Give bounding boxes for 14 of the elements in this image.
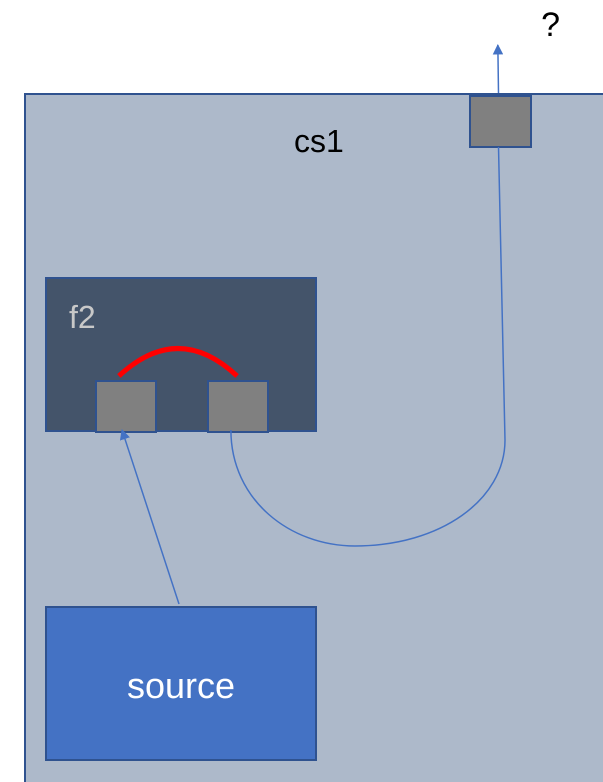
container-title: cs1 [294, 125, 344, 157]
connector-line [117, 346, 239, 378]
connector-line [230, 146, 506, 547]
source-label: source [127, 668, 236, 704]
port-square [469, 95, 532, 148]
port-square [207, 380, 269, 433]
container-box [24, 93, 603, 782]
component-box [45, 277, 317, 432]
component-title: f2 [69, 301, 96, 333]
port-square [95, 380, 157, 433]
question-mark: ? [541, 8, 560, 42]
source-box [45, 606, 317, 761]
arrow [492, 44, 504, 94]
arrow [120, 429, 180, 604]
